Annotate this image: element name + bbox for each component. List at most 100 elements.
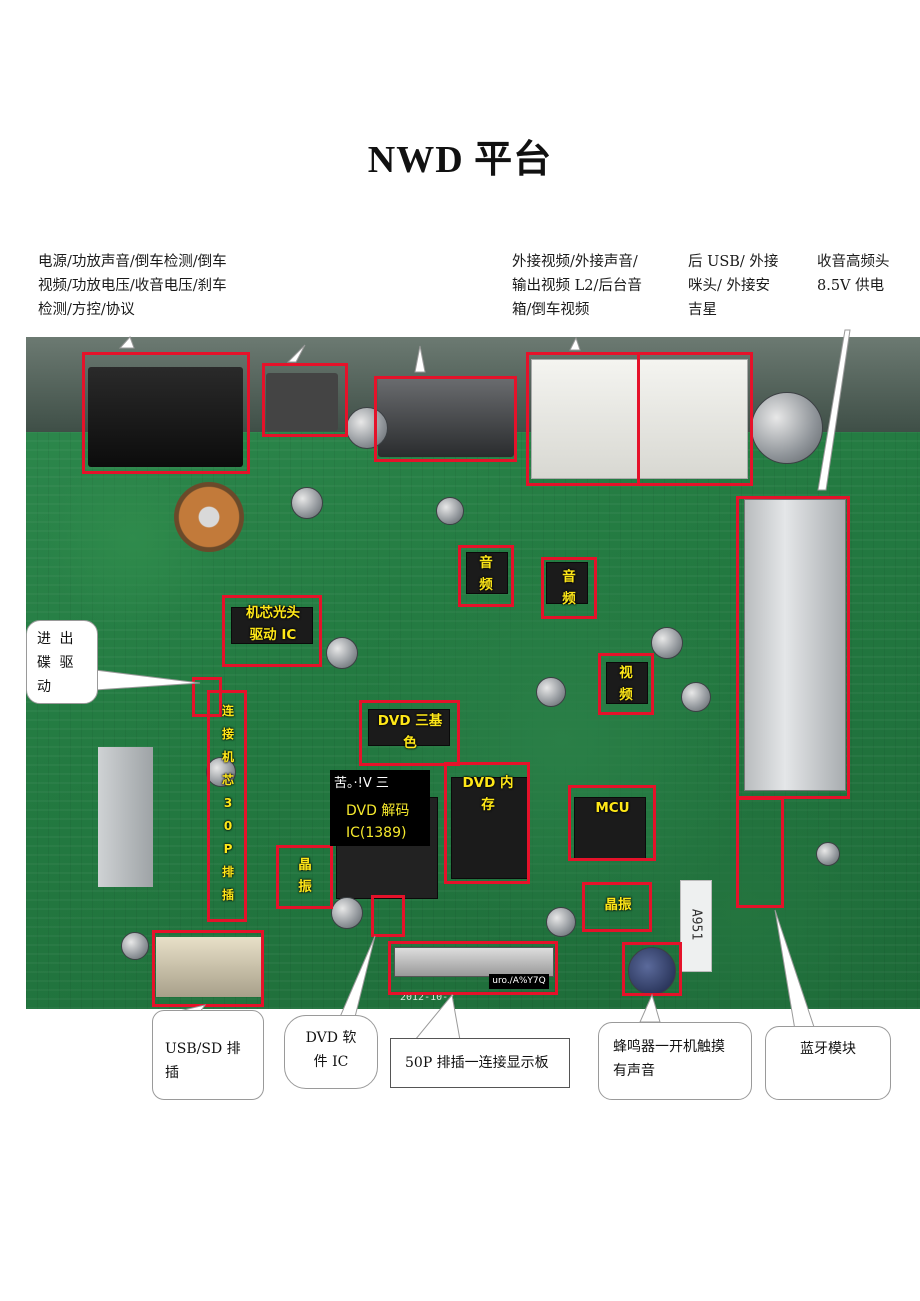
label-crystal-1-line: 晶 — [298, 857, 312, 873]
capacitor — [536, 677, 566, 707]
callout-disc-line: 碟 驱 — [37, 655, 76, 671]
label-mech-connector-char: 3 — [223, 796, 233, 810]
capacitor — [121, 932, 149, 960]
pointer-dvd-soft — [339, 935, 376, 1018]
callout-buzzer-line: 蜂鸣器一开机触摸 — [613, 1039, 725, 1055]
caption-radio-line: 收音高频头 — [817, 254, 890, 270]
video-chip — [606, 662, 648, 704]
capacitor — [546, 907, 576, 937]
callout-bluetooth: 蓝牙模块 — [765, 1026, 891, 1100]
pointer-amp — [414, 345, 426, 373]
pointer-disc — [94, 669, 201, 691]
amp-ic — [378, 377, 514, 457]
capacitor — [331, 897, 363, 929]
board-date-print: 2012-10-2 — [400, 992, 455, 1003]
caption-external-line: 输出视频 L2/后台音 — [512, 278, 642, 294]
pointer-av — [569, 336, 581, 351]
label-audio-2-line: 频 — [562, 591, 576, 607]
caption-power-line: 电源/功放声音/倒车检测/倒车 — [38, 254, 227, 270]
box-crystal-1 — [276, 845, 333, 909]
dvd-decoder-note-line: IC(1389) — [346, 825, 407, 841]
caption-radio-line: 8.5V 供电 — [817, 278, 885, 294]
label-audio-1-line: 频 — [479, 577, 493, 593]
callout-disc-drive: 进 出 碟 驱 动 — [26, 620, 98, 704]
audio-chip-2 — [546, 562, 588, 604]
callout-disc-line: 进 出 — [37, 631, 76, 647]
box-crystal-2 — [582, 882, 652, 932]
heatsink — [98, 747, 153, 887]
capacitor — [816, 842, 840, 866]
fpc-connector — [394, 947, 554, 977]
box-usb-sd — [152, 930, 264, 1007]
box-mcu — [568, 785, 656, 861]
caption-power-line: 视频/功放电压/收音电压/刹车 — [38, 278, 227, 294]
callout-dvd-soft-line: DVD 软 — [305, 1030, 357, 1046]
pointer-small — [286, 344, 306, 363]
radio-tuner-can — [751, 392, 823, 464]
box-mech-ic — [222, 595, 322, 667]
callout-fpc: 50P 排插一连接显示板 — [390, 1038, 570, 1088]
box-amp-ic — [374, 376, 517, 462]
coil — [174, 482, 244, 552]
mech-driver-chip — [231, 607, 313, 644]
callout-usb-sd-line: 插 — [165, 1065, 179, 1081]
label-audio-2-line: 音 — [562, 569, 576, 585]
dvd-memory-chip — [451, 777, 528, 879]
capacitor — [326, 637, 358, 669]
label-mech-ic-line: 机芯光头 — [246, 605, 300, 621]
chip-label: A951 — [680, 880, 712, 972]
caption-power-line: 检测/方控/协议 — [38, 302, 135, 318]
usb-sd-connector — [156, 937, 261, 997]
label-mech-ic: 机芯光头 驱动 IC — [228, 602, 318, 646]
caption-power: 电源/功放声音/倒车检测/倒车 视频/功放电压/收音电压/刹车 检测/方控/协议 — [38, 250, 268, 322]
box-av-connector-2 — [637, 352, 753, 486]
label-crystal-1-line: 振 — [298, 879, 312, 895]
label-audio-1: 音 频 — [462, 552, 510, 596]
capacitor — [681, 682, 711, 712]
pointer-radio — [817, 329, 851, 491]
label-audio-1-line: 音 — [479, 555, 493, 571]
page-title: NWD 平台 — [367, 139, 553, 181]
label-dvd-memory: DVD 内 存 — [448, 772, 528, 816]
capacitor — [206, 757, 236, 787]
pointer-fpc — [413, 993, 461, 1041]
label-crystal-1: 晶 振 — [281, 854, 329, 898]
pointer-buzzer — [639, 993, 661, 1023]
capacitor — [436, 497, 464, 525]
capacitor — [291, 487, 323, 519]
label-mech-connector-char: 机 — [221, 750, 234, 764]
audio-chip-1 — [466, 552, 508, 594]
dvd-rgb-chip — [368, 709, 450, 746]
caption-external-line: 外接视频/外接声音/ — [512, 254, 638, 270]
pointer-power — [118, 336, 135, 349]
label-dvd-rgb-line: DVD 三基 — [377, 713, 443, 729]
pointer-bluetooth — [774, 909, 816, 1031]
label-crystal-2: 晶振 — [604, 897, 632, 913]
label-dvd-rgb-line: 色 — [403, 735, 417, 751]
callout-buzzer: 蜂鸣器一开机触摸 有声音 — [598, 1022, 752, 1100]
dvd-decoder-note: 苦。·!V 三 DVD 解码 IC(1389) — [330, 770, 430, 846]
callout-disc-line: 动 — [37, 679, 53, 695]
buzzer — [628, 947, 676, 995]
label-mech-connector-char: 芯 — [221, 773, 234, 787]
callout-buzzer-line: 有声音 — [613, 1063, 655, 1079]
caption-radio: 收音高频头 8.5V 供电 — [817, 250, 917, 298]
box-tuner — [736, 496, 850, 799]
dvd-decoder-note-line: DVD 解码 — [346, 803, 410, 819]
label-mech-connector-char: 排 — [221, 865, 234, 879]
power-connector — [88, 367, 243, 467]
box-audio-2 — [541, 557, 597, 619]
label-mcu: MCU — [595, 800, 630, 816]
box-mech-connector — [207, 690, 247, 922]
capacitor — [346, 407, 388, 449]
small-connector — [266, 373, 338, 431]
fpc-sticker: uro./A%Y7Q — [489, 974, 549, 989]
box-bluetooth — [736, 797, 784, 908]
label-mech-connector-char: P — [223, 842, 233, 856]
label-mech-connector: 连 接 机 芯 3 0 P 排 插 — [214, 700, 242, 907]
caption-external-line: 箱/倒车视频 — [512, 302, 590, 318]
label-dvd-memory-line: DVD 内 — [462, 775, 514, 791]
caption-usb-line: 咪头/ 外接安 — [688, 278, 770, 294]
box-video — [598, 653, 654, 715]
label-mech-ic-line: 驱动 IC — [249, 627, 297, 643]
